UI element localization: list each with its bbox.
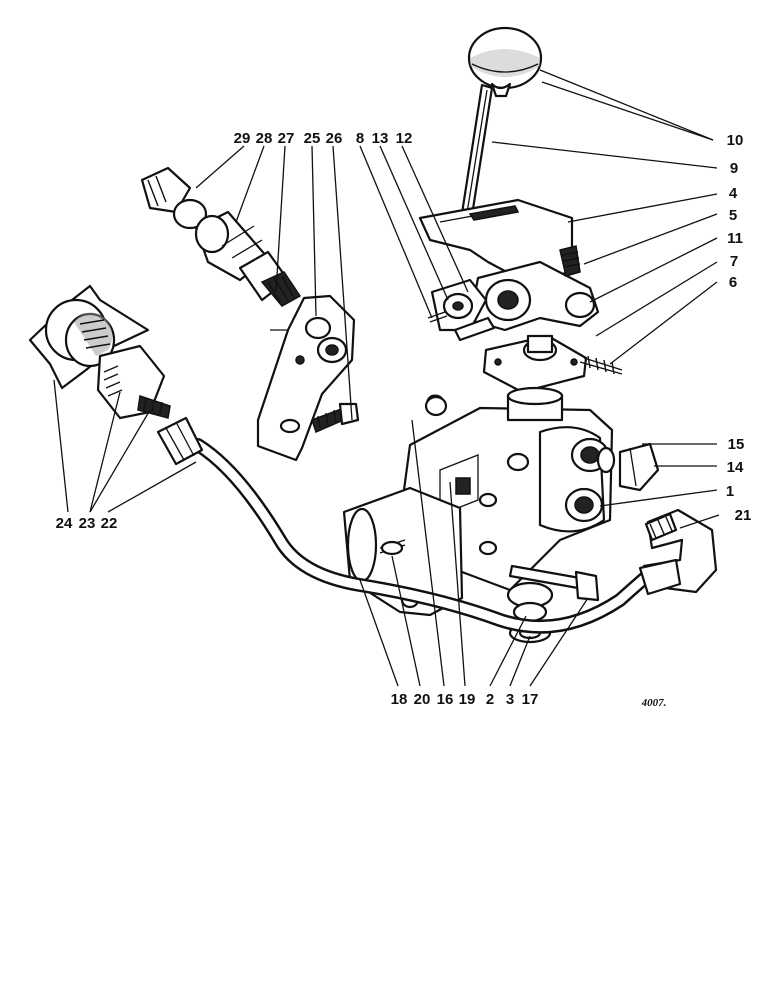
plug-and-washer [596,442,660,492]
connecting-pipe [156,416,659,634]
elbow-union [638,508,718,596]
callout-labels: 29 28 27 25 26 8 13 12 10 9 4 5 11 7 6 1… [56,130,752,709]
callout-8: 8 [356,130,364,147]
callout-15: 15 [728,436,745,453]
callout-18: 18 [391,691,408,708]
body-bolt [508,564,600,602]
callout-13: 13 [372,130,389,147]
callout-22: 22 [101,515,118,532]
callout-2: 2 [486,691,494,708]
callout-28: 28 [256,130,273,147]
callout-7: 7 [730,253,738,270]
lever-knob [467,26,543,98]
callout-27: 27 [278,130,295,147]
callout-6: 6 [729,274,737,291]
drawing-number: 4007. [641,697,667,709]
callout-11: 11 [727,230,743,247]
callout-12: 12 [396,130,413,147]
callout-29: 29 [234,130,251,147]
callout-21: 21 [735,507,752,524]
callout-5: 5 [729,207,737,224]
callout-17: 17 [522,691,539,708]
callout-25: 25 [304,130,321,147]
leader-lines [53,69,720,687]
callout-3: 3 [506,691,514,708]
callout-9: 9 [730,160,738,177]
callout-10: 10 [727,132,744,149]
mounting-bracket [256,294,360,462]
cover-plate [482,334,623,394]
callout-24: 24 [56,515,73,532]
lever-housing [427,245,600,342]
callout-14: 14 [727,459,744,476]
callout-4: 4 [729,185,738,202]
callout-1: 1 [726,483,734,500]
callout-16: 16 [437,691,454,708]
callout-26: 26 [326,130,343,147]
callout-23: 23 [79,515,96,532]
callout-19: 19 [459,691,476,708]
callout-20: 20 [414,691,431,708]
coupling-assembly [28,284,171,420]
quick-release-coupling [140,166,302,307]
